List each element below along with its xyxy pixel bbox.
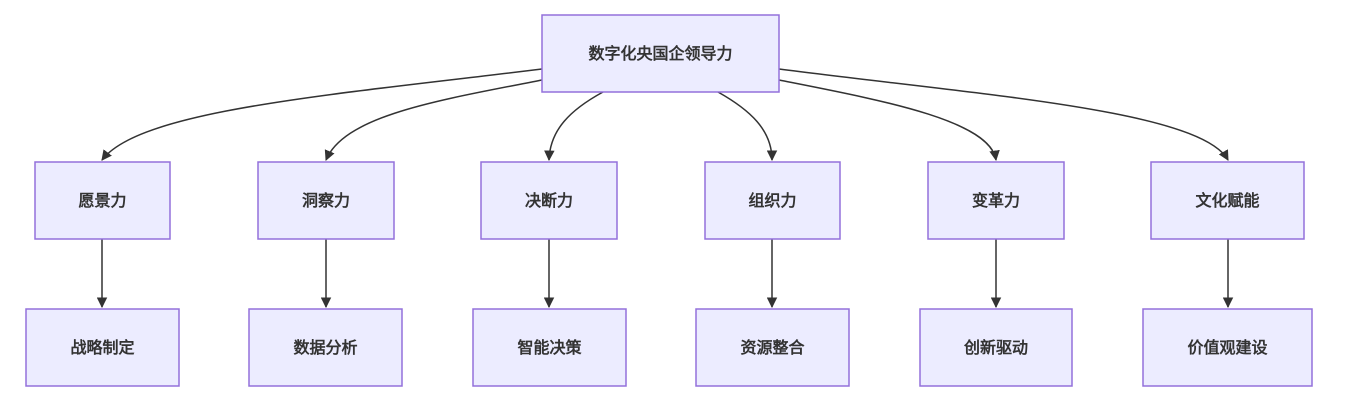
node-analytics: 数据分析 — [248, 308, 403, 387]
node-transformation: 变革力 — [927, 161, 1065, 240]
edge-root-culture — [778, 68, 1229, 161]
node-strategy-label: 战略制定 — [70, 338, 134, 357]
node-innovation: 创新驱动 — [919, 308, 1073, 387]
node-insight: 洞察力 — [257, 161, 395, 240]
node-culture: 文化赋能 — [1150, 161, 1305, 240]
node-decision: 决断力 — [480, 161, 618, 240]
node-smartdec-label: 智能决策 — [517, 338, 582, 357]
node-decision-label: 决断力 — [525, 191, 573, 210]
node-vision-label: 愿景力 — [78, 191, 126, 210]
node-root-label: 数字化央国企领导力 — [588, 44, 732, 63]
edge-root-organization — [717, 91, 778, 162]
node-organization: 组织力 — [704, 161, 841, 240]
node-strategy: 战略制定 — [25, 308, 180, 387]
node-culture-label: 文化赋能 — [1195, 191, 1259, 210]
edge-root-transformation — [778, 79, 1000, 162]
node-root: 数字化央国企领导力 — [541, 14, 780, 93]
node-vision: 愿景力 — [34, 161, 171, 240]
node-values-label: 价值观建设 — [1187, 338, 1268, 357]
edge-root-insight — [324, 79, 543, 161]
node-resources-label: 资源整合 — [740, 338, 805, 357]
node-insight-label: 洞察力 — [302, 191, 350, 210]
node-smartdec: 智能决策 — [472, 308, 627, 387]
edge-root-decision — [544, 91, 604, 162]
edges — [96, 68, 1234, 309]
edge-root-vision — [101, 68, 543, 161]
node-organization-label: 组织力 — [748, 191, 796, 210]
node-values: 价值观建设 — [1142, 308, 1313, 387]
node-analytics-label: 数据分析 — [293, 338, 357, 357]
node-resources: 资源整合 — [695, 308, 850, 387]
node-transformation-label: 变革力 — [972, 191, 1020, 210]
node-innovation-label: 创新驱动 — [963, 338, 1028, 357]
